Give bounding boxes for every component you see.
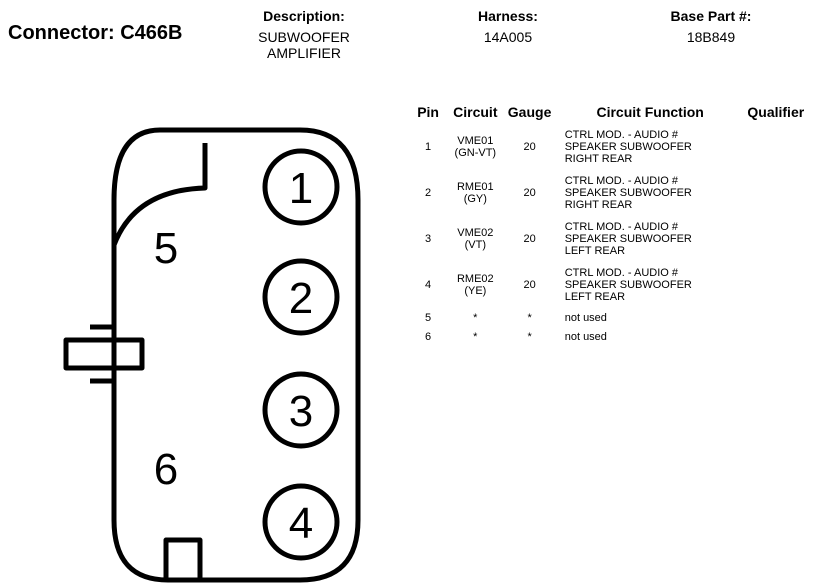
harness-block: Harness: 14A005 bbox=[448, 8, 568, 45]
row-circuit-function: not used bbox=[564, 330, 607, 343]
row-qualifier bbox=[736, 170, 816, 216]
description-value: SUBWOOFER AMPLIFIER bbox=[258, 29, 350, 61]
row-pin: 1 bbox=[425, 141, 432, 153]
row-circuit: RME02 (YE) bbox=[456, 273, 494, 297]
corner-key-tab bbox=[111, 143, 208, 246]
table-row: 4 RME02 (YE) 20 CTRL MOD. - AUDIO # SPEA… bbox=[408, 262, 816, 308]
pin-2-cavity bbox=[262, 258, 340, 336]
row-circuit: * bbox=[473, 330, 478, 343]
pin-6-label: 6 bbox=[154, 445, 178, 494]
table-row: 1 VME01 (GN-VT) 20 CTRL MOD. - AUDIO # S… bbox=[408, 124, 816, 170]
row-circuit-function: CTRL MOD. - AUDIO # SPEAKER SUBWOOFER LE… bbox=[564, 221, 692, 257]
harness-value: 14A005 bbox=[483, 29, 533, 45]
row-circuit-function: CTRL MOD. - AUDIO # SPEAKER SUBWOOFER RI… bbox=[564, 129, 692, 165]
table-row: 2 RME01 (GY) 20 CTRL MOD. - AUDIO # SPEA… bbox=[408, 170, 816, 216]
bottom-key-notch bbox=[163, 537, 203, 580]
pin-1-label: 1 bbox=[289, 164, 313, 213]
row-gauge: 20 bbox=[523, 141, 536, 153]
locking-latch bbox=[63, 337, 145, 371]
pin-5-label: 5 bbox=[154, 224, 178, 273]
row-qualifier bbox=[736, 327, 816, 346]
pin-2-label: 2 bbox=[289, 274, 313, 323]
row-pin: 3 bbox=[425, 233, 432, 245]
row-circuit-function: CTRL MOD. - AUDIO # SPEAKER SUBWOOFER RI… bbox=[564, 175, 692, 211]
row-circuit: * bbox=[473, 311, 478, 324]
pin-4-cavity bbox=[262, 483, 340, 561]
row-gauge: 20 bbox=[523, 279, 536, 291]
header-circuit-function: Circuit Function bbox=[596, 104, 704, 120]
row-circuit-function: not used bbox=[564, 311, 607, 324]
description-label: Description: bbox=[263, 8, 345, 24]
pin-table: Pin Circuit Gauge Circuit Function Quali… bbox=[408, 104, 816, 346]
row-pin: 4 bbox=[425, 279, 432, 291]
table-row: 3 VME02 (VT) 20 CTRL MOD. - AUDIO # SPEA… bbox=[408, 216, 816, 262]
row-qualifier bbox=[736, 262, 816, 308]
harness-label: Harness: bbox=[478, 8, 538, 24]
row-gauge: * bbox=[527, 330, 532, 343]
description-block: Description: SUBWOOFER AMPLIFIER bbox=[238, 8, 370, 61]
pin-3-label: 3 bbox=[289, 387, 313, 436]
row-qualifier bbox=[736, 216, 816, 262]
header-gauge: Gauge bbox=[507, 104, 552, 120]
row-pin: 6 bbox=[425, 330, 432, 343]
row-gauge: 20 bbox=[523, 187, 536, 199]
row-circuit: VME02 (VT) bbox=[457, 227, 494, 251]
header-qualifier: Qualifier bbox=[747, 104, 805, 120]
connector-face-diagram: 1 2 3 4 5 6 bbox=[63, 127, 361, 583]
connector-title: Connector: C466B bbox=[8, 22, 183, 44]
row-qualifier bbox=[736, 308, 816, 327]
row-pin: 5 bbox=[425, 311, 432, 324]
pin-1-cavity bbox=[262, 148, 340, 226]
pin-4-label: 4 bbox=[289, 499, 313, 548]
pin-3-cavity bbox=[262, 371, 340, 449]
base-part-label: Base Part #: bbox=[670, 8, 752, 24]
header-circuit: Circuit bbox=[453, 104, 498, 120]
row-gauge: * bbox=[527, 311, 532, 324]
row-circuit: VME01 (GN-VT) bbox=[454, 135, 497, 159]
table-header-row: Pin Circuit Gauge Circuit Function Quali… bbox=[408, 104, 816, 124]
row-qualifier bbox=[736, 124, 816, 170]
row-circuit-function: CTRL MOD. - AUDIO # SPEAKER SUBWOOFER LE… bbox=[564, 267, 692, 303]
connector-outline bbox=[111, 127, 361, 583]
base-part-block: Base Part #: 18B849 bbox=[646, 8, 776, 45]
table-row: 5 * * not used bbox=[408, 308, 816, 327]
row-gauge: 20 bbox=[523, 233, 536, 245]
header-pin: Pin bbox=[417, 104, 439, 120]
row-pin: 2 bbox=[425, 187, 432, 199]
row-circuit: RME01 (GY) bbox=[456, 181, 494, 205]
table-row: 6 * * not used bbox=[408, 327, 816, 346]
base-part-value: 18B849 bbox=[686, 29, 736, 45]
